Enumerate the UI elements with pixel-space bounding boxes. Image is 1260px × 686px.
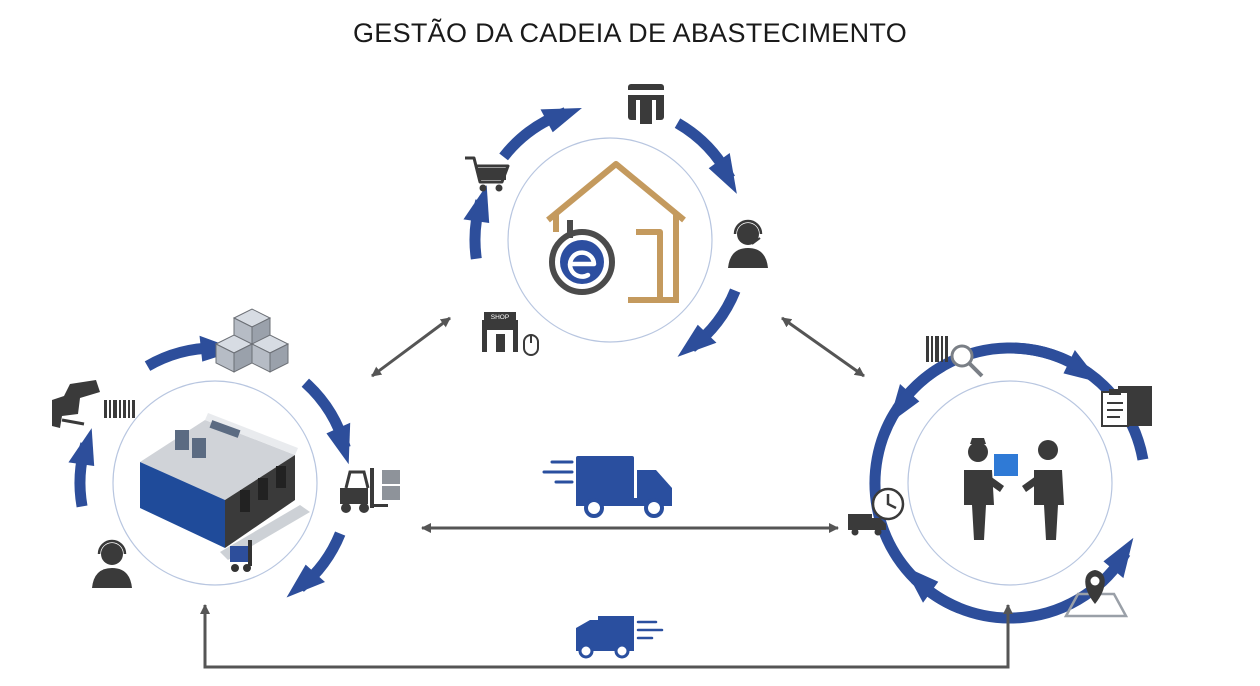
flow-arrow-store-1-head: [540, 107, 582, 133]
flow-arrow-store-4-head: [463, 185, 490, 224]
connector-store-delivery: [781, 316, 865, 378]
page-title: GESTÃO DA CADEIA DE ABASTECIMENTO: [352, 18, 908, 48]
headset-agent-icon: [92, 539, 132, 588]
flow-arrow-warehouse-3-head: [286, 564, 325, 598]
connector-store-warehouse: [371, 316, 451, 378]
flow-arrow-warehouse-4-head: [68, 428, 95, 467]
connector-bottom-return: [200, 604, 1013, 669]
shop-icon: SHOP: [482, 312, 518, 352]
flow-arrow-warehouse-2-head: [326, 422, 351, 465]
flow-arrow-delivery-3-head: [1103, 537, 1134, 579]
barcode-search-icon: [926, 336, 984, 378]
flow-arrow-store-2-head: [708, 153, 737, 194]
shopping-cart-icon: [465, 156, 510, 192]
flow-arrow-delivery-4-head: [903, 566, 939, 603]
shop-sign-label: SHOP: [491, 314, 509, 321]
delivery-circle: [907, 380, 1113, 586]
flow-arrow-store-3-head: [677, 324, 717, 357]
boxes-icon: [214, 308, 290, 373]
location-pin-icon: [1063, 570, 1129, 618]
clipboard-box-icon: [1101, 386, 1152, 427]
delivery-handoff-icon: [964, 438, 1064, 540]
headset-agent-icon: [728, 219, 768, 268]
flow-arrows: [68, 107, 1149, 624]
flow-arrow-delivery-3: [869, 342, 1149, 624]
truck-small-icon: [576, 616, 664, 659]
mouse-icon: [523, 334, 539, 356]
forklift-icon: [340, 468, 400, 513]
warehouse-icon: [140, 413, 310, 560]
truck-icon: [542, 456, 672, 518]
delivery-time-icon: [848, 487, 905, 536]
house-logo-icon: [546, 161, 686, 303]
credit-card-icon: [628, 84, 664, 124]
barcode-scanner-icon: [52, 380, 135, 428]
small-forklift-icon: [230, 540, 252, 572]
connectors: [200, 316, 1013, 669]
